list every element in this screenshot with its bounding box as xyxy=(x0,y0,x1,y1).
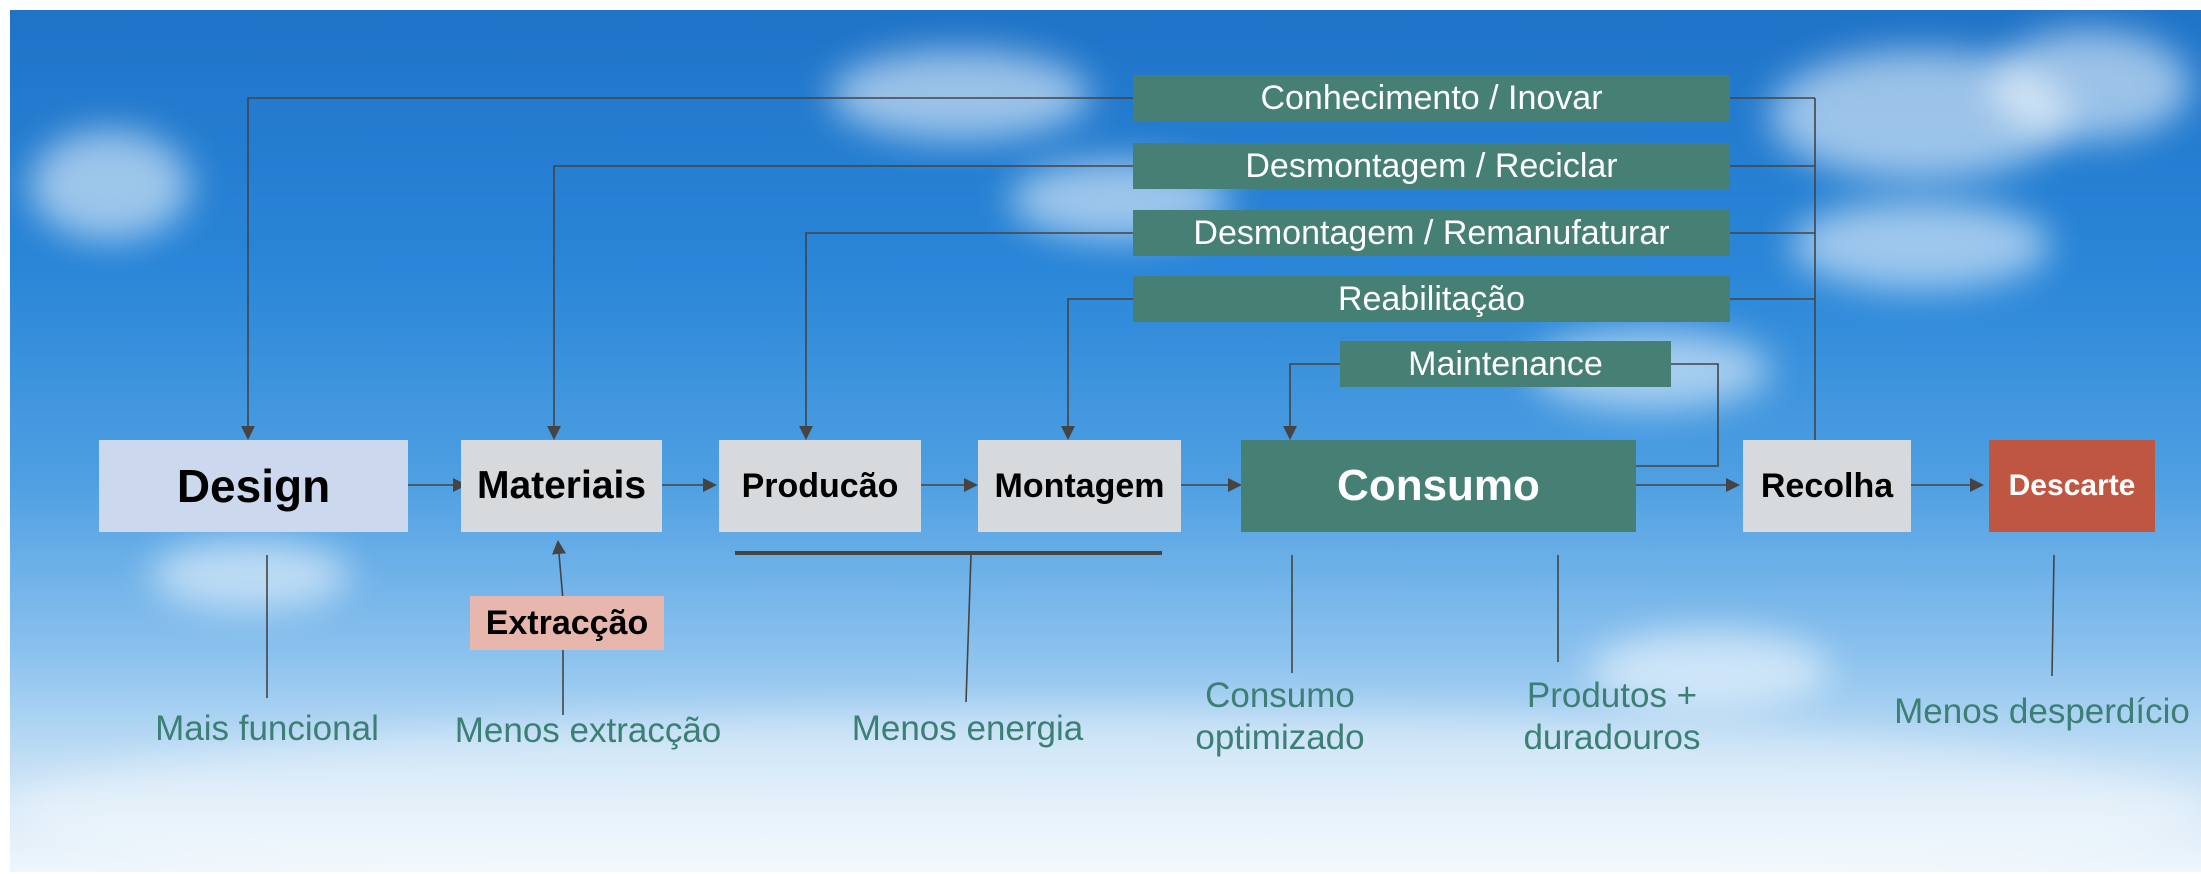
stage-recolha: Recolha xyxy=(1743,440,1911,532)
caption-produtos-line2: duradouros xyxy=(1523,718,1701,757)
loop-reciclar-bar: Desmontagem / Reciclar xyxy=(1133,143,1730,189)
caption-menos-energia: Menos energia xyxy=(851,709,1084,748)
caption-menos-desperdicio: Menos desperdício xyxy=(1894,692,2190,731)
caption-menos-extraccao: Menos extracção xyxy=(454,711,722,750)
stage-consumo: Consumo xyxy=(1241,440,1636,532)
caption-produtos-duradouros: Produtos + duradouros xyxy=(1507,675,1717,759)
stage-descarte: Descarte xyxy=(1989,440,2155,532)
stage-materiais: Materiais xyxy=(461,440,662,532)
caption-produtos-line1: Produtos + xyxy=(1526,676,1698,715)
stage-producao: Producão xyxy=(719,440,921,532)
loop-remanufaturar-bar: Desmontagem / Remanufaturar xyxy=(1133,210,1730,256)
caption-consumo-line2: optimizado xyxy=(1195,718,1365,757)
stage-extraccao: Extracção xyxy=(470,596,664,650)
loop-maintenance-bar: Maintenance xyxy=(1340,341,1671,387)
pointer-energia xyxy=(965,554,972,703)
pointer-desperdicio xyxy=(2051,554,2055,677)
caption-consumo-optimizado: Consumo optimizado xyxy=(1175,675,1385,759)
loop-reabilitacao-bar: Reabilitação xyxy=(1133,276,1730,322)
diagram-scene: Conhecimento / Inovar Desmontagem / Reci… xyxy=(10,10,2201,872)
caption-consumo-line1: Consumo xyxy=(1205,676,1355,715)
stage-montagem: Montagem xyxy=(978,440,1181,532)
caption-mais-funcional: Mais funcional xyxy=(155,709,379,748)
stage-design: Design xyxy=(99,440,408,532)
loop-line-maintenance xyxy=(1636,363,1719,467)
connector-lines xyxy=(241,97,2055,715)
loop-conhecimento-bar: Conhecimento / Inovar xyxy=(1133,75,1730,121)
